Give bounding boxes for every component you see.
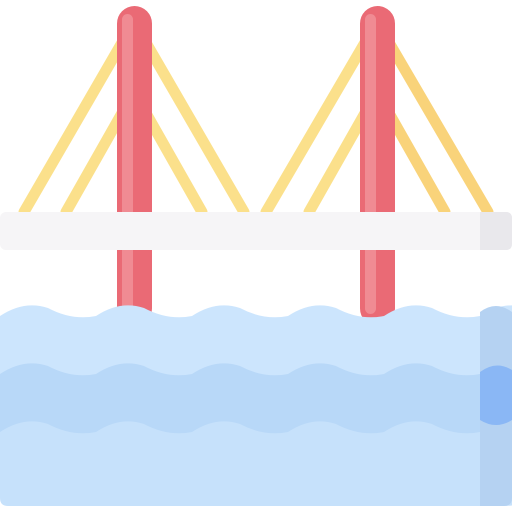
right-pylon [360, 6, 395, 326]
water-wave-top [0, 305, 512, 380]
cable [371, 16, 494, 218]
pylon-highlight [365, 14, 376, 314]
water-right-edge-accent [480, 365, 512, 425]
cable [260, 16, 383, 218]
bridge-cables [18, 16, 494, 218]
cable [18, 16, 140, 218]
pylon-highlight [122, 14, 133, 314]
bridge-deck [0, 212, 512, 250]
deck-shade [480, 212, 512, 250]
left-pylon [117, 6, 152, 326]
deck-body [0, 212, 512, 250]
water-wave-middle [0, 363, 512, 440]
water [0, 305, 512, 506]
water-wave-bottom [0, 421, 512, 506]
cable [128, 16, 250, 218]
